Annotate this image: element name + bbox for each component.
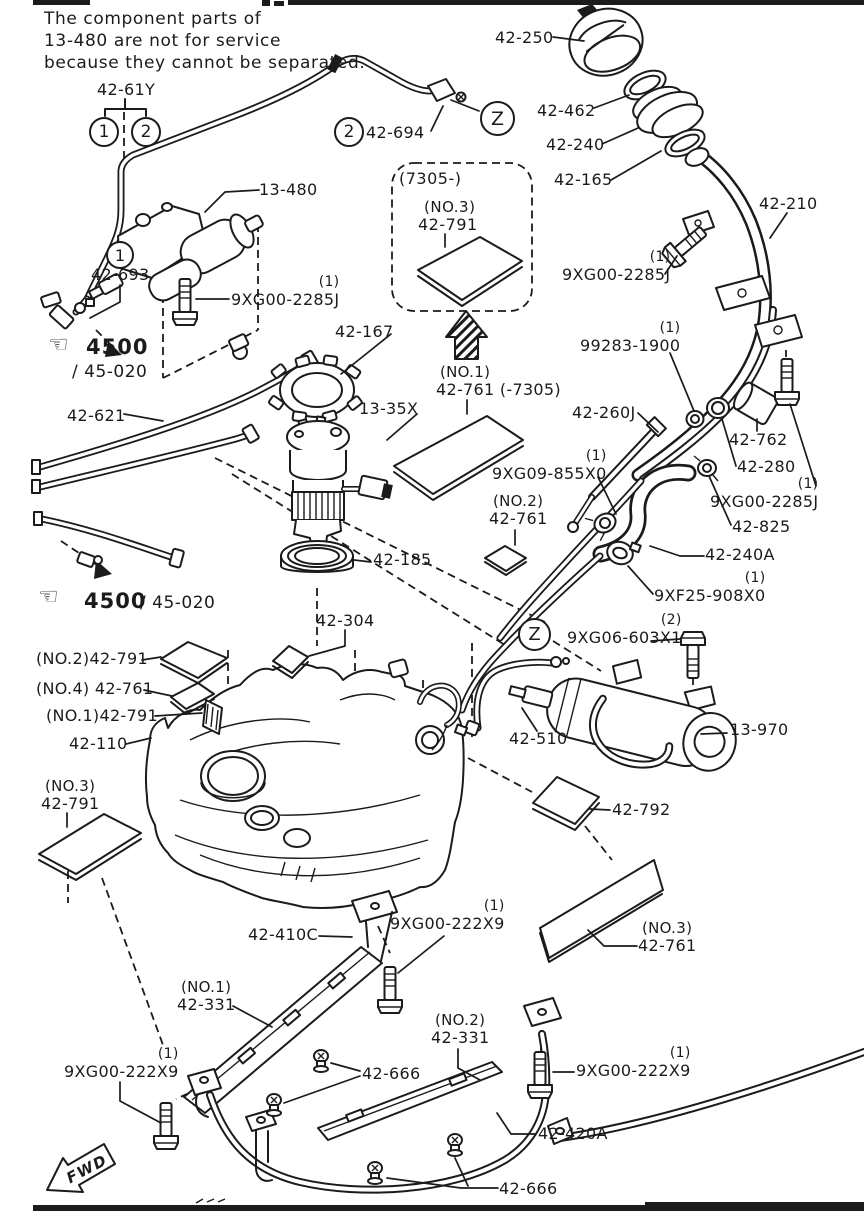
service-note-line2: 13-480 are not for service: [44, 31, 282, 51]
part-label-42-791-no3: (NO.3)42-791: [41, 777, 100, 813]
part-label-42-791-no1: (NO.1)42-791: [46, 706, 158, 725]
callout-z-top: Z: [480, 101, 515, 136]
part-label-42-761-no1-7305: (NO.1)42-761 (-7305): [436, 363, 561, 399]
pointing-hand-icon: ☜: [38, 584, 59, 610]
part-label-42-331-no1: (NO.1)42-331: [177, 978, 236, 1014]
part-label-42-280: 42-280: [737, 457, 796, 476]
part-label-13-35x: 13-35X: [359, 399, 419, 418]
callout-1-b: 1: [106, 241, 134, 269]
refbox-part: 42-791: [418, 215, 478, 234]
part-label-9xg00-222x9-1: (1)9XG00-222X9: [390, 898, 505, 933]
part-label-9xg09-855x0: (1)9XG09-855X0: [492, 448, 607, 483]
part-label-42-510: 42-510: [509, 729, 568, 748]
part-label-42-185: 42-185: [373, 550, 432, 569]
part-label-9xg00-2285j-1: (1)9XG00-2285J: [231, 274, 340, 309]
part-label-13-970: 13-970: [730, 720, 789, 739]
part-label-42-250: 42-250: [495, 28, 554, 47]
part-label-42-762: 42-762: [729, 430, 788, 449]
refbox-no: (NO.3): [424, 198, 476, 216]
part-label-42-761-no2: (NO.2)42-761: [489, 492, 548, 528]
part-label-42-240a: 42-240A: [705, 545, 775, 564]
service-note-line1: The component parts of: [44, 9, 262, 29]
part-label-9xg00-222x9-3: (1)9XG00-222X9: [576, 1045, 691, 1080]
refbox-title: (7305-): [399, 169, 462, 188]
part-label-42-165: 42-165: [554, 170, 613, 189]
part-label-42-621: 42-621: [67, 406, 126, 425]
part-label-42-761-no4: (NO.4) 42-761: [36, 679, 154, 698]
see-also-45020-a: / 45-020: [72, 362, 148, 382]
part-label-99283-1900: (1)99283-1900: [580, 320, 681, 355]
callout-2-a: 2: [131, 117, 161, 147]
callout-1-a: 1: [89, 117, 119, 147]
part-label-13-480: 13-480: [259, 180, 318, 199]
service-note: The component parts of 13-480 are not fo…: [44, 8, 365, 74]
callout-z-mid: Z: [518, 618, 551, 651]
part-label-42-791-no2: (NO.2)42-791: [36, 649, 148, 668]
part-label-42-792: 42-792: [612, 800, 671, 819]
part-label-42-260j: 42-260J: [572, 403, 636, 422]
part-label-42-240: 42-240: [546, 135, 605, 154]
part-label-42-666-2: 42-666: [499, 1179, 558, 1198]
part-label-9xg00-2285j-2: (1)9XG00-2285J: [562, 249, 671, 284]
part-label-42-110: 42-110: [69, 734, 128, 753]
see-also-45020-b: / 45-020: [140, 593, 216, 613]
part-label-42-825: 42-825: [732, 517, 791, 536]
part-label-42-462: 42-462: [537, 101, 596, 120]
part-label-9xg00-2285j-3: (1)9XG00-2285J: [710, 476, 819, 511]
part-label-9xg06-603x1: (2)9XG06-603X1: [567, 612, 682, 647]
part-label-42-210: 42-210: [759, 194, 818, 213]
part-label-42-693: 42-693: [91, 265, 150, 284]
part-label-42-761-no3: (NO.3)42-761: [638, 919, 697, 955]
part-label-42-666-1: 42-666: [362, 1064, 421, 1083]
see-also-4500-a: 4500: [86, 335, 149, 359]
part-label-42-331-no2: (NO.2)42-331: [431, 1011, 490, 1047]
service-note-line3: because they cannot be separated.: [44, 53, 366, 73]
part-label-42-410c: 42-410C: [248, 925, 318, 944]
part-label-9xg00-222x9-2: (1)9XG00-222X9: [64, 1046, 179, 1081]
part-label-42-694: 42-694: [366, 123, 425, 142]
part-label-42-304: 42-304: [316, 611, 375, 630]
callout-2-b: 2: [334, 117, 364, 147]
part-label-42-167: 42-167: [335, 322, 394, 341]
part-label-42-420a: 42-420A: [538, 1124, 608, 1143]
part-label-42-61y: 42-61Y: [97, 80, 156, 99]
part-label-9xf25-908x0: (1)9XF25-908X0: [654, 570, 766, 605]
pointing-hand-icon: ☜: [48, 332, 69, 358]
see-also-4500-b: 4500: [84, 589, 147, 613]
